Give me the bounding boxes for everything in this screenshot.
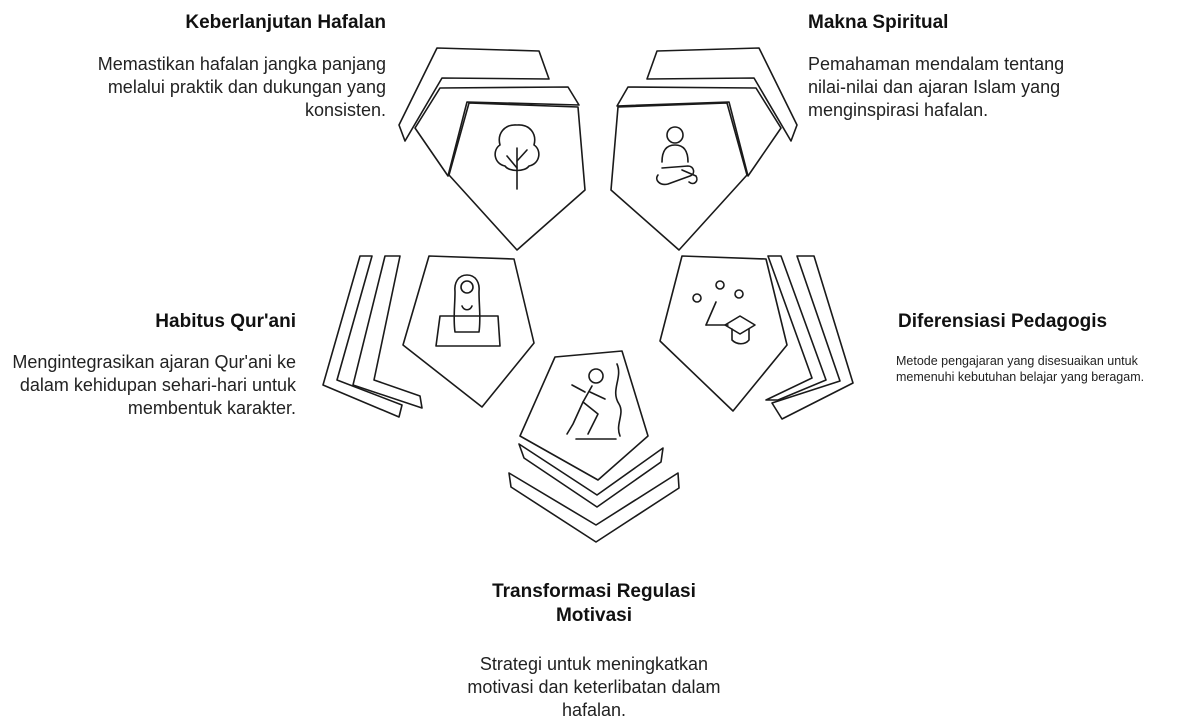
pentagon-habitus bbox=[402, 255, 535, 408]
tree-icon bbox=[494, 124, 540, 190]
segment-3-description: Metode pengajaran yang disesuaikan untuk… bbox=[896, 354, 1145, 384]
chevron-outer-makna-spiritual bbox=[646, 47, 798, 142]
segment-1-title: Keberlanjutan Hafalan bbox=[185, 12, 386, 33]
segment-4-description: Strategi untuk meningkatkan motivasi dan… bbox=[467, 654, 721, 720]
chevron-outer-transformasi bbox=[508, 472, 680, 543]
segment-2-title: Makna Spiritual bbox=[808, 12, 949, 33]
segment-3-title: Diferensiasi Pedagogis bbox=[898, 311, 1108, 332]
chevron-outer-keberlanjutan bbox=[398, 47, 550, 142]
segment-5-description: Mengintegrasikan ajaran Qur'ani ke dalam… bbox=[12, 352, 296, 418]
pentagon-transformasi bbox=[519, 350, 649, 481]
prayer-mat-icon bbox=[435, 274, 501, 347]
segment-makna-spiritual bbox=[610, 47, 798, 251]
pentagon-makna-spiritual bbox=[610, 102, 748, 251]
chevron-inner-transformasi bbox=[518, 443, 664, 508]
chevron-inner-keberlanjutan bbox=[414, 86, 580, 177]
chevron-inner-habitus bbox=[352, 255, 423, 409]
chevron-inner-makna-spiritual bbox=[616, 86, 782, 177]
chevron-outer-diferensiasi bbox=[771, 255, 854, 420]
chevron-inner-diferensiasi bbox=[765, 255, 827, 401]
segment-keberlanjutan bbox=[398, 47, 586, 251]
segment-2-description: Pemahaman mendalam tentang nilai-nilai d… bbox=[808, 54, 1065, 120]
chevron-outer-habitus bbox=[322, 255, 403, 418]
segment-habitus bbox=[322, 255, 535, 418]
segment-transformasi bbox=[508, 350, 680, 543]
pentagon-diferensiasi bbox=[659, 255, 788, 412]
climber-icon bbox=[566, 363, 622, 440]
segment-4-title: Transformasi Regulasi Motivasi bbox=[492, 581, 696, 626]
segment-1-description: Memastikan hafalan jangka panjang melalu… bbox=[97, 54, 386, 120]
pentagon-keberlanjutan bbox=[448, 102, 586, 251]
meditation-icon bbox=[655, 126, 698, 186]
segment-diferensiasi bbox=[659, 255, 854, 420]
graduation-cap-icon bbox=[692, 280, 756, 345]
segment-5-title: Habitus Qur'ani bbox=[155, 311, 296, 332]
